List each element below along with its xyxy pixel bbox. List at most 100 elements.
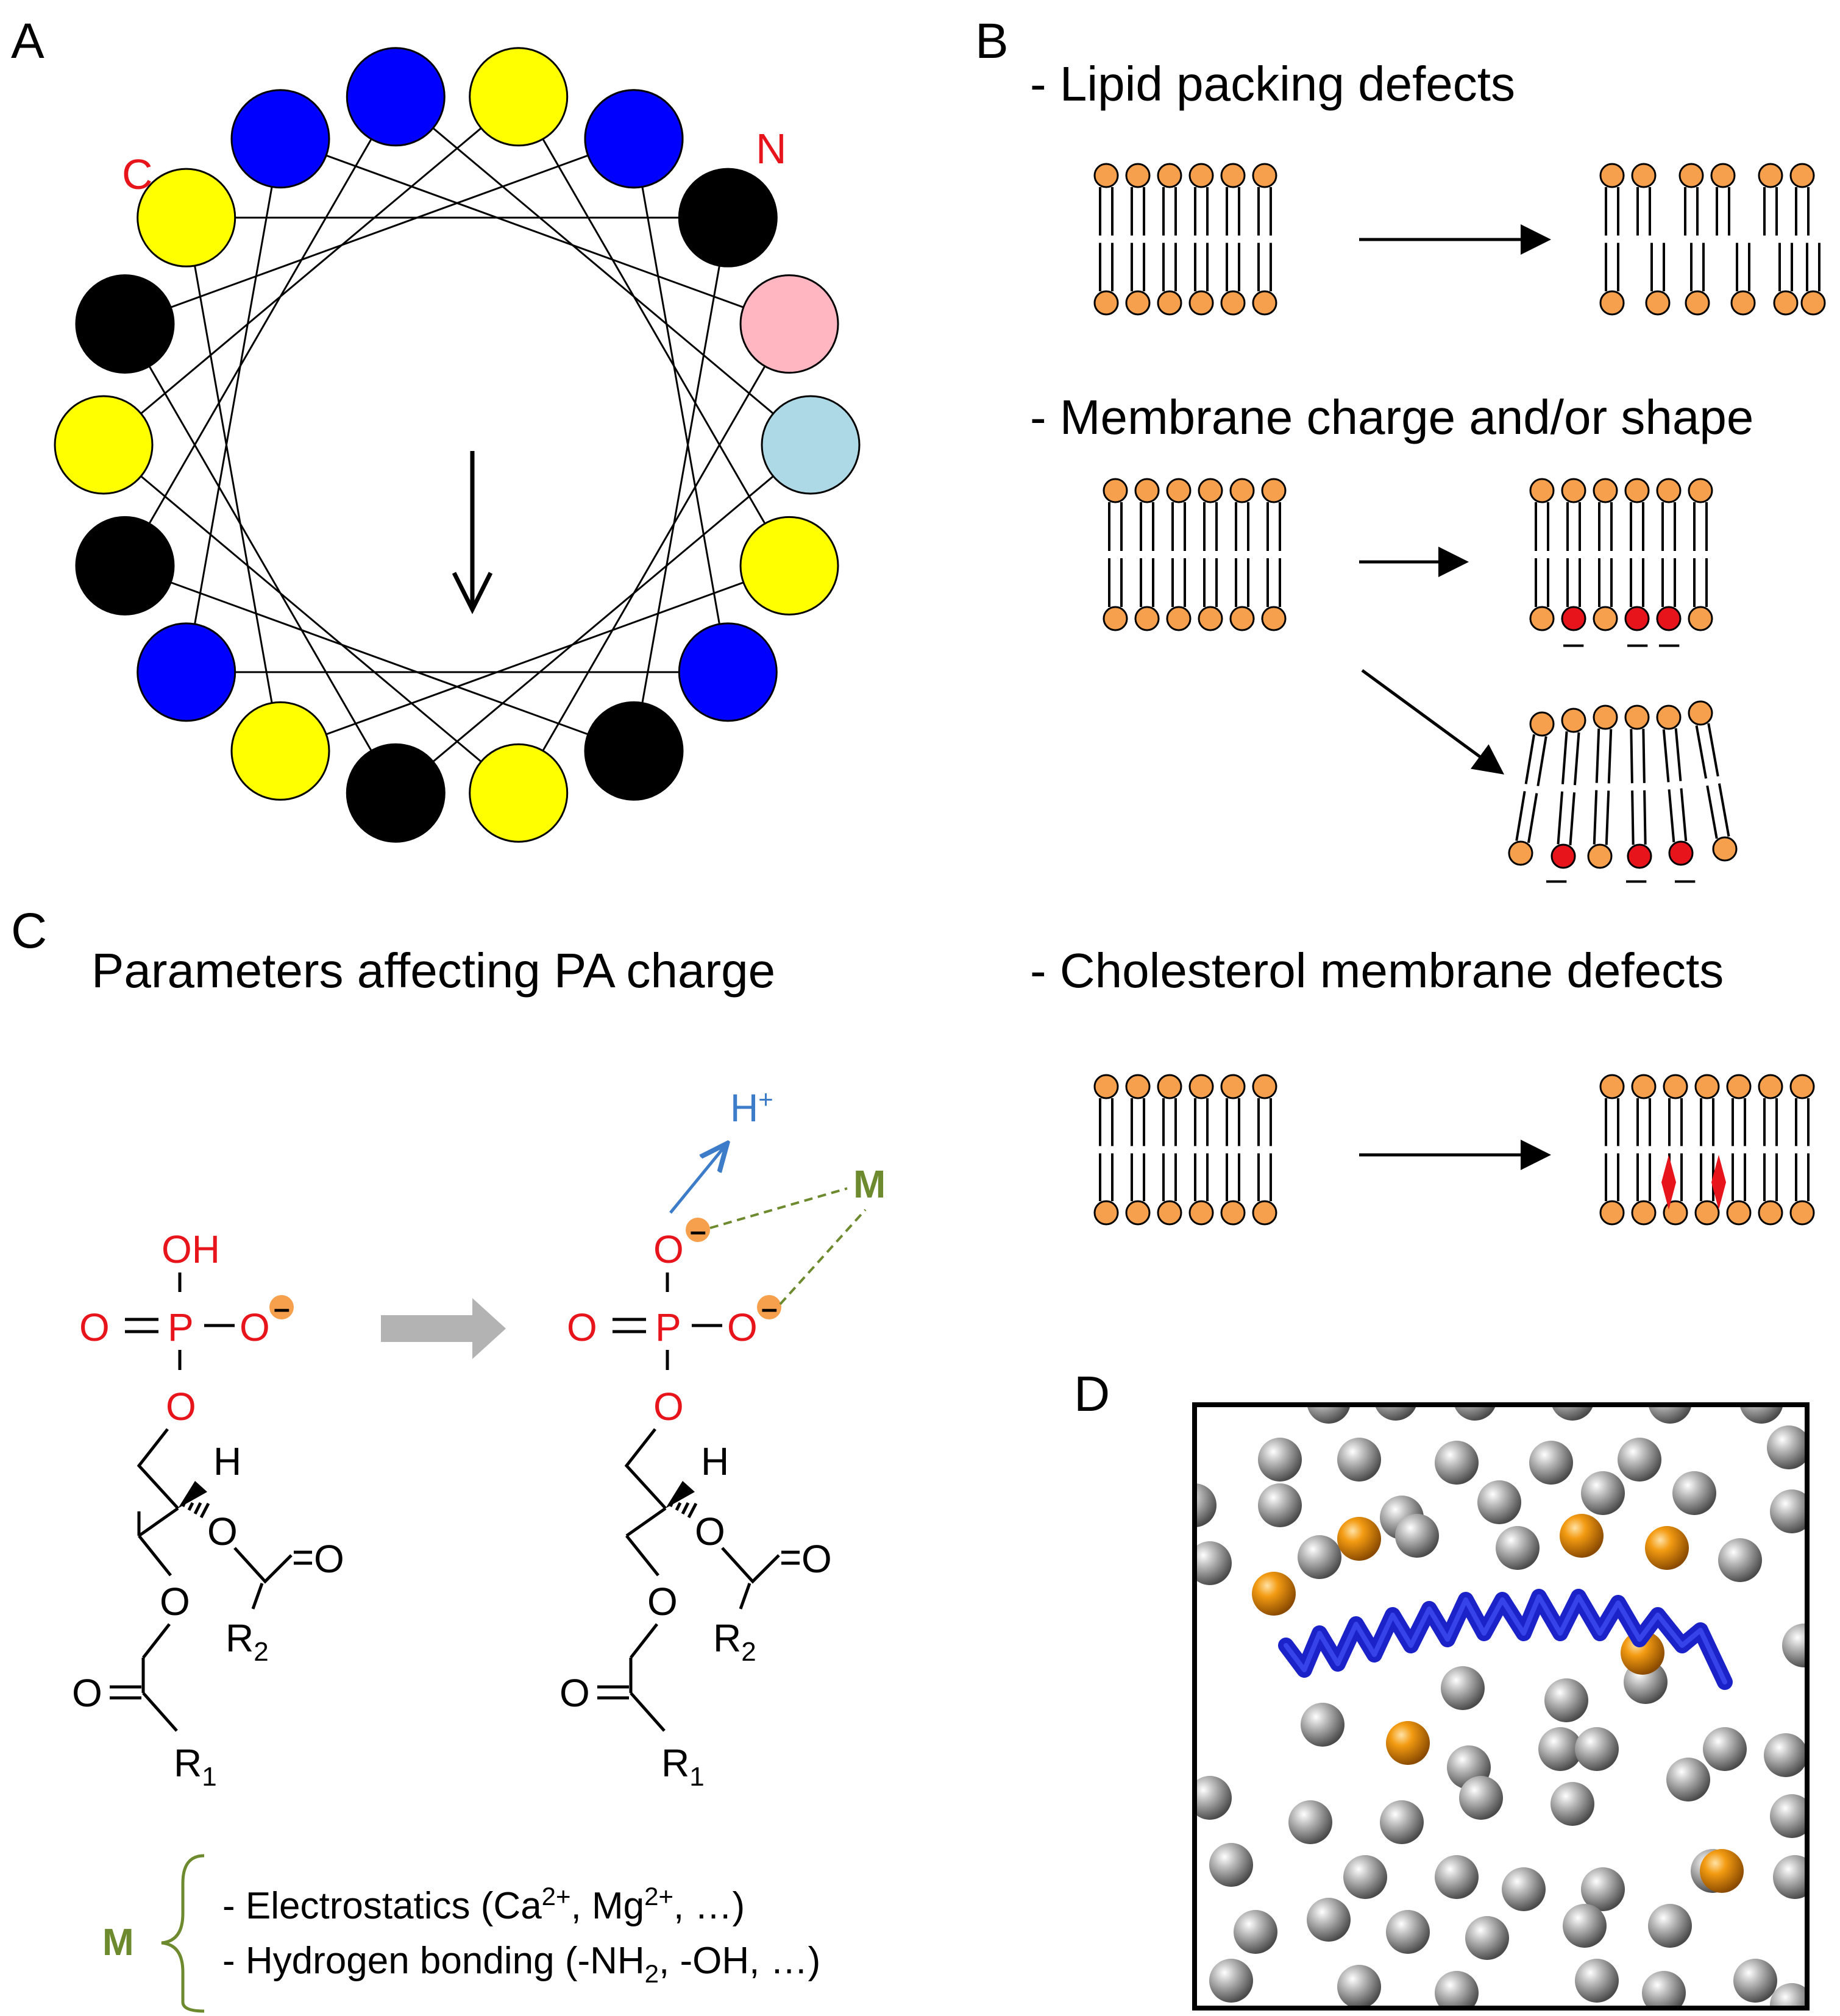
- lipid-head: [1789, 1200, 1815, 1226]
- lipid-head: [1656, 705, 1682, 730]
- lipid-head: [1685, 290, 1710, 316]
- glycerol-backbone: [624, 1428, 667, 1510]
- lipid-head: [1220, 163, 1246, 188]
- lipid-head: [1561, 606, 1586, 631]
- lipid: [1125, 243, 1151, 316]
- hydroxyl-label: OH: [162, 1227, 220, 1271]
- hashed-bond: [181, 1502, 210, 1519]
- lipid: [1599, 243, 1625, 316]
- lipid-head: [1726, 1200, 1752, 1226]
- lipid: [1157, 163, 1182, 236]
- oxygen-label: O: [240, 1305, 270, 1349]
- lipid: [1631, 1074, 1657, 1146]
- gray-bead: [1648, 1904, 1692, 1948]
- lipid: [1656, 558, 1682, 631]
- lipid-head: [1261, 606, 1287, 631]
- lipid-head: [1157, 1074, 1182, 1099]
- lipid-head: [1593, 478, 1618, 503]
- panel-c-label: C: [11, 903, 47, 959]
- lipid-head: [1593, 606, 1618, 631]
- lipid-head: [1198, 478, 1223, 503]
- lipid-head: [1134, 606, 1160, 631]
- lipid-head: [1627, 843, 1652, 869]
- lipid-head: [1645, 290, 1671, 316]
- gray-bead: [1441, 1666, 1485, 1710]
- r1-label: R1: [661, 1741, 705, 1792]
- lipid: [1093, 243, 1119, 316]
- residue-yellow: [137, 168, 236, 268]
- gray-bead: [1195, 1541, 1232, 1585]
- lipid: [1252, 163, 1277, 236]
- wheel-connection: [633, 138, 729, 673]
- gray-bead: [1529, 1441, 1573, 1485]
- oxygen-label: O: [695, 1510, 725, 1553]
- hydrogen-label: H: [213, 1439, 241, 1483]
- brace-metal-label: M: [102, 1922, 134, 1964]
- lipid: [1166, 478, 1192, 551]
- wheel-connection: [517, 96, 790, 567]
- gray-bead: [1301, 1703, 1344, 1747]
- negative-charge-badge: [757, 1295, 781, 1319]
- panel-a-label: A: [11, 13, 44, 69]
- lipid: [1593, 478, 1618, 551]
- lipid: [1157, 243, 1182, 316]
- lipid-head: [1198, 606, 1223, 631]
- lipid: [1229, 558, 1255, 631]
- oxygen-label: O: [647, 1580, 678, 1624]
- residue-lightblue: [761, 395, 861, 495]
- lipid: [1688, 478, 1713, 551]
- bond: [138, 1507, 179, 1538]
- residue-black: [75, 274, 175, 374]
- wheel-connection: [395, 96, 811, 446]
- bond: [630, 1623, 658, 1659]
- lipid: [1694, 1074, 1720, 1146]
- lipid-head: [1663, 1074, 1688, 1099]
- wheel-connection: [280, 138, 790, 325]
- lipid-head: [1220, 1074, 1246, 1099]
- lipid: [1252, 243, 1277, 316]
- gray-bead: [1581, 1867, 1625, 1911]
- lipid-head: [1188, 1200, 1214, 1226]
- orange-bead: [1645, 1526, 1689, 1570]
- residue-blue: [584, 89, 684, 189]
- lipid: [1125, 1074, 1151, 1146]
- charge-mark: –: [1546, 858, 1567, 899]
- lipid-head: [1631, 1200, 1657, 1226]
- panel-a: A C N: [11, 13, 861, 843]
- lipid: [1599, 1074, 1625, 1146]
- coordination-line: [709, 1187, 848, 1229]
- helical-wheel-residues: [54, 47, 861, 843]
- lipid-head: [1800, 290, 1826, 316]
- item-lipid-packing: - Lipid packing defects: [1030, 57, 1515, 111]
- residue-black: [346, 743, 446, 843]
- phosphorus-label: P: [655, 1305, 681, 1349]
- lipid-head: [1188, 163, 1214, 188]
- r1-label: R1: [174, 1741, 217, 1792]
- coordination-line: [779, 1209, 867, 1305]
- lipid: [1252, 1153, 1277, 1226]
- bond: [721, 1547, 780, 1584]
- lipid-head: [1093, 290, 1119, 316]
- gray-bead: [1739, 1405, 1783, 1424]
- membrane-schematics: [1093, 163, 1826, 1226]
- lipid: [1229, 478, 1255, 551]
- residue-black: [678, 168, 778, 268]
- lipid: [1694, 1153, 1720, 1226]
- negative-charge-sign: –: [690, 1215, 706, 1248]
- lipid-head: [1593, 705, 1618, 730]
- lipid: [1789, 1074, 1815, 1146]
- lipid: [1593, 705, 1618, 784]
- charge-mark: –: [1563, 622, 1584, 663]
- oxygen-label: O: [801, 1537, 832, 1581]
- lipid-head: [1157, 290, 1182, 316]
- lipid-head: [1587, 843, 1613, 869]
- lipid-head: [1103, 478, 1128, 503]
- oxygen-label: O: [727, 1305, 758, 1349]
- lipid: [1134, 558, 1160, 631]
- residue-black: [75, 516, 175, 616]
- item-membrane-charge: - Membrane charge and/or shape: [1030, 390, 1753, 444]
- lipid-head: [1093, 1074, 1119, 1099]
- lipid-head: [1134, 478, 1160, 503]
- lipid-head: [1261, 478, 1287, 503]
- lipid-head: [1663, 1200, 1688, 1226]
